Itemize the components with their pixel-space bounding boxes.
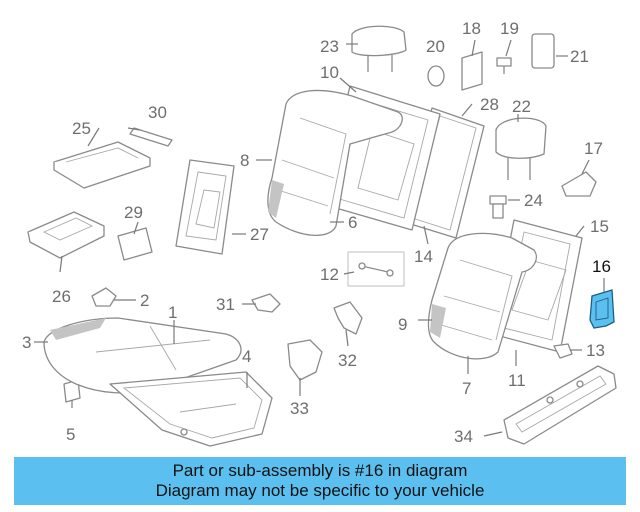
- callout-8[interactable]: 8: [240, 151, 249, 170]
- callout-5[interactable]: 5: [66, 425, 75, 444]
- callout-30[interactable]: 30: [148, 103, 167, 122]
- part-9-seat-back: [427, 232, 537, 360]
- callout-3[interactable]: 3: [22, 333, 31, 352]
- callout-32[interactable]: 32: [338, 351, 357, 370]
- callout-19[interactable]: 19: [500, 19, 519, 38]
- part-1-seat-cushion: [43, 317, 242, 394]
- callout-31[interactable]: 31: [216, 295, 235, 314]
- callout-10[interactable]: 10: [320, 63, 339, 82]
- banner-line-1: Part or sub-assembly is #16 in diagram: [172, 461, 468, 480]
- part-21-cover: [531, 33, 555, 69]
- callout-4[interactable]: 4: [242, 347, 251, 366]
- part-17-trim: [561, 171, 597, 197]
- part-8-seat-back: [267, 89, 403, 237]
- callout-2[interactable]: 2: [140, 291, 149, 310]
- callout-6[interactable]: 6: [348, 213, 357, 232]
- callout-22[interactable]: 22: [512, 97, 531, 116]
- callout-1[interactable]: 1: [168, 303, 177, 322]
- callout-25[interactable]: 25: [72, 119, 91, 138]
- callout-14[interactable]: 14: [414, 247, 433, 266]
- callout-23[interactable]: 23: [320, 37, 339, 56]
- callout-26[interactable]: 26: [52, 287, 71, 306]
- callout-21[interactable]: 21: [570, 47, 589, 66]
- part-23-headrest: [351, 25, 407, 72]
- part-20-cap: [427, 65, 445, 87]
- callout-17[interactable]: 17: [584, 139, 603, 158]
- part-33-bracket: [287, 339, 323, 381]
- part-29-clip: [117, 227, 153, 261]
- callout-29[interactable]: 29: [124, 203, 143, 222]
- part-13-clip: [553, 343, 573, 359]
- part-2-clip: [91, 287, 117, 307]
- info-banner: Part or sub-assembly is #16 in diagram D…: [14, 457, 626, 505]
- part-27-side-panel: [175, 159, 235, 255]
- part-30-strip: [129, 127, 173, 147]
- callout-20[interactable]: 20: [426, 37, 445, 56]
- callout-labels: 23 10 20 18 19 21 28 22 17 24 30 25 8 6 …: [22, 19, 611, 446]
- callout-28[interactable]: 28: [480, 95, 499, 114]
- part-24-guide: [489, 195, 507, 219]
- part-34-reinforcement: [503, 365, 617, 445]
- callout-9[interactable]: 9: [398, 315, 407, 334]
- part-22-headrest: [495, 117, 547, 180]
- part-16-highlighted[interactable]: [589, 289, 615, 329]
- banner-line-2: Diagram may not be specific to your vehi…: [155, 481, 485, 500]
- callout-13[interactable]: 13: [586, 341, 605, 360]
- callout-27[interactable]: 27: [250, 225, 269, 244]
- callout-24[interactable]: 24: [524, 191, 543, 210]
- callout-12[interactable]: 12: [320, 265, 339, 284]
- callout-11[interactable]: 11: [508, 371, 526, 390]
- callout-18[interactable]: 18: [462, 19, 481, 38]
- callout-33[interactable]: 33: [290, 399, 309, 418]
- part-18-bracket: [461, 51, 483, 91]
- part-25-pad: [53, 141, 151, 189]
- part-12-bolt: [347, 251, 405, 287]
- callout-15[interactable]: 15: [590, 217, 609, 236]
- part-31-bracket: [251, 293, 281, 313]
- leader-lines: [34, 39, 605, 437]
- callout-34[interactable]: 34: [454, 427, 473, 446]
- callout-7[interactable]: 7: [462, 379, 471, 398]
- part-32-bracket: [333, 301, 363, 335]
- part-19-screw: [496, 57, 512, 74]
- part-4-seat-frame: [109, 371, 273, 447]
- callout-16-highlighted[interactable]: 16: [592, 257, 611, 276]
- part-26-bracket: [27, 211, 105, 259]
